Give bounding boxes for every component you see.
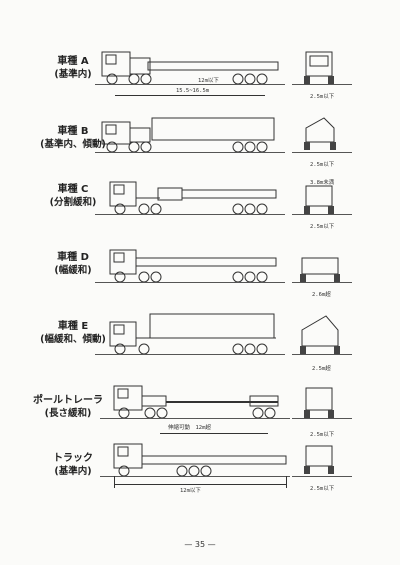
rear-ground-line — [292, 214, 352, 215]
rear-view — [300, 257, 340, 282]
row-title: ポールトレーラ — [33, 395, 103, 406]
row-title: 車種 C — [57, 184, 89, 195]
row-title: トラック — [53, 453, 93, 464]
rear-ground-line — [292, 84, 352, 85]
row-subtitle: (長さ緩和) — [44, 408, 92, 419]
width-note: 2.6m超 — [312, 292, 331, 298]
dimension-line — [114, 484, 286, 485]
rear-ground-line — [292, 476, 352, 477]
row-label: 車種 A (基準内) — [18, 55, 128, 81]
row-title: 車種 B — [57, 126, 89, 137]
vehicle-row-e: 車種 E (幅緩和、傾動) 2.5m超 — [0, 312, 400, 382]
ground-line — [95, 214, 285, 215]
rear-ground-line — [292, 282, 352, 283]
dimension-label-telescopic: 伸縮可動 12m超 — [168, 425, 211, 431]
row-subtitle: (幅緩和) — [54, 265, 92, 276]
row-label: 車種 D (幅緩和) — [18, 251, 128, 277]
vehicle-row-d: 車種 D (幅緩和) 2.6m超 — [0, 246, 400, 316]
ground-line — [100, 418, 290, 419]
rear-view-tilted — [300, 315, 340, 354]
rear-view-tilted — [304, 117, 336, 150]
row-label: ポールトレーラ (長さ緩和) — [8, 394, 128, 420]
width-note: 2.5m以下 — [310, 486, 335, 492]
ground-line — [95, 152, 285, 153]
row-subtitle: (基準内) — [54, 69, 92, 80]
row-label: トラック (基準内) — [18, 452, 128, 478]
ground-line — [95, 84, 285, 85]
height-note: 3.8m未満 — [310, 180, 335, 186]
ground-line — [95, 282, 285, 283]
rear-ground-line — [292, 418, 352, 419]
row-title: 車種 A — [57, 56, 89, 67]
rear-view — [304, 387, 334, 418]
ground-line — [95, 354, 285, 355]
width-note: 2.5m以下 — [310, 94, 335, 100]
width-note: 2.5m超 — [312, 366, 331, 372]
row-label: 車種 C (分割緩和) — [18, 183, 128, 209]
dimension-label-12m: 12m以下 — [198, 78, 219, 84]
vehicle-row-b: 車種 B (基準内、傾動) 2.5m以下 — [0, 110, 400, 180]
vehicle-row-a: 車種 A (基準内) 12m以下 15.5~16.5m 2.5m以下 — [0, 40, 400, 110]
page-number: — 35 — — [184, 540, 216, 549]
rear-ground-line — [292, 152, 352, 153]
row-subtitle: (基準内、傾動) — [40, 139, 106, 150]
width-note: 2.5m以下 — [310, 224, 335, 230]
truck-trailer-side-view — [109, 313, 276, 355]
dimension-line — [115, 95, 265, 96]
vehicle-row-pole-trailer: ポールトレーラ (長さ緩和) 伸縮可動 12m超 2.5m以下 — [0, 378, 400, 448]
truck-trailer-side-view — [101, 117, 275, 153]
dimension-label-12m: 12m以下 — [180, 488, 201, 494]
pole-trailer-side-view — [113, 385, 279, 419]
dimension-tick-right — [286, 476, 287, 488]
row-subtitle: (基準内) — [54, 466, 92, 477]
truck-trailer-side-view — [101, 51, 279, 85]
truck-side-view — [113, 443, 287, 477]
rear-view — [304, 51, 334, 84]
rear-view — [304, 185, 334, 214]
row-title: 車種 E — [57, 321, 89, 332]
dimension-line — [160, 433, 268, 434]
ground-line — [100, 476, 290, 477]
rear-view — [304, 445, 334, 474]
dimension-tick-left — [114, 476, 115, 488]
vehicle-row-c: 車種 C (分割緩和) 3.8m未満 2.5m以下 — [0, 178, 400, 248]
truck-trailer-side-view — [109, 249, 277, 283]
width-note: 2.5m以下 — [310, 162, 335, 168]
row-label: 車種 E (幅緩和、傾動) — [18, 320, 128, 346]
dimension-label-total: 15.5~16.5m — [176, 88, 210, 94]
row-title: 車種 D — [57, 252, 89, 263]
row-subtitle: (幅緩和、傾動) — [40, 334, 106, 345]
rear-ground-line — [292, 354, 352, 355]
truck-trailer-side-view — [109, 181, 277, 215]
vehicle-row-truck: トラック (基準内) 12m以下 2.5m以下 — [0, 443, 400, 516]
width-note: 2.5m以下 — [310, 432, 335, 438]
row-subtitle: (分割緩和) — [49, 197, 97, 208]
row-label: 車種 B (基準内、傾動) — [18, 125, 128, 151]
